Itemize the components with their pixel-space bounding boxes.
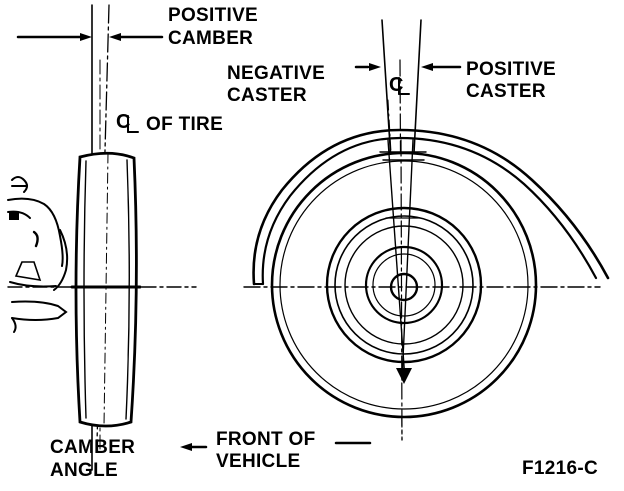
centerline-symbol-right: C — [389, 74, 404, 96]
front-of-vehicle-label-line1: FRONT OF — [216, 429, 316, 450]
suspension-parts — [7, 176, 69, 333]
caster-dimension-arrows — [354, 63, 462, 71]
centerline-symbol-left: C — [116, 111, 131, 133]
figure-id-label: F1216-C — [522, 458, 599, 479]
camber-dimension-arrows — [16, 33, 164, 41]
fender-arch — [252, 128, 610, 286]
positive-caster-label-line2: CASTER — [466, 81, 546, 102]
negative-caster-label-line2: CASTER — [227, 85, 307, 106]
contact-patch-marker — [396, 368, 412, 384]
front-of-vehicle-arrows — [180, 441, 372, 451]
camber-angle-label-line1: CAMBER — [50, 437, 136, 458]
camber-angle-label-line2: ANGLE — [50, 460, 118, 481]
positive-camber-label-line1: POSITIVE — [168, 5, 259, 26]
front-of-vehicle-label-line2: VEHICLE — [216, 451, 301, 472]
negative-caster-label-line1: NEGATIVE — [227, 63, 326, 84]
camber-tire — [74, 151, 138, 428]
centerline-symbol-marks — [127, 77, 410, 133]
positive-camber-label-line2: CAMBER — [168, 28, 254, 49]
centerline-of-tire-label: OF TIRE — [146, 114, 224, 135]
caster-reference-lines-overlay — [379, 139, 427, 441]
positive-caster-label-line1: POSITIVE — [466, 59, 557, 80]
